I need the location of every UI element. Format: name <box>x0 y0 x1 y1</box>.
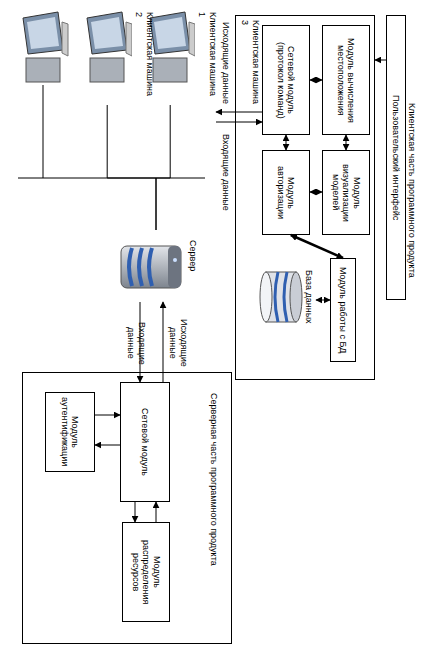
connector-arrow <box>316 300 330 301</box>
connector-arrow <box>95 415 120 416</box>
edge-label: Входящие данные <box>126 306 147 380</box>
computer-keyboard <box>62 22 68 56</box>
data-arrow <box>216 122 262 123</box>
connector-arrow <box>286 135 287 150</box>
server-label: Сервер <box>188 240 198 298</box>
server-icon-part <box>121 246 181 288</box>
computer-label: Клиентская машина 2 <box>134 12 155 103</box>
module-label: Модуль работы с БД <box>338 262 348 358</box>
connector-arrow <box>310 80 322 81</box>
module-box: Модуль вычисления местоположения <box>322 25 370 135</box>
connector-arrow <box>375 60 386 61</box>
module-box: Модуль распределения ресурсов <box>122 522 170 622</box>
computer-icon <box>23 12 68 82</box>
module-box: Сетевой модуль (протокол команд) <box>262 25 310 135</box>
module-label: Модуль аутентификации <box>60 396 81 468</box>
frame-heading: Клиентская машина 3 <box>240 20 261 106</box>
computer-screen <box>27 17 59 49</box>
database-label: База данных <box>304 267 314 327</box>
connector-arrow <box>107 105 156 230</box>
data-flow-label: Клиентская часть программного продукта <box>407 70 417 310</box>
computer-icon-part <box>154 17 186 49</box>
network-wire <box>43 85 44 178</box>
module-label: Модуль вычисления местоположения <box>336 29 357 131</box>
computer-icon-part <box>126 22 132 56</box>
module-label: Сетевой модуль <box>140 386 150 498</box>
server-icon-part <box>173 258 177 262</box>
connector-arrow <box>291 235 343 258</box>
frame-heading: Серверная часть программного продукта <box>209 393 219 608</box>
computer-icon-part <box>153 58 187 82</box>
connector-arrow <box>156 502 157 522</box>
connector-arrow <box>346 135 347 150</box>
server-icon-part <box>139 248 142 286</box>
computer-icon-part <box>189 22 195 56</box>
database: База данных <box>258 262 316 332</box>
module-label: Модуль визуализации моделей <box>330 154 361 231</box>
module-box: Модуль авторизации <box>262 150 310 235</box>
client-computer: Клиентская машина 1 <box>145 10 217 105</box>
connector-arrow <box>156 105 170 230</box>
server-icon <box>118 230 186 302</box>
module-box: Модуль визуализации моделей <box>322 150 370 235</box>
connector-arrow <box>163 302 164 382</box>
server-node: Сервер <box>118 230 213 302</box>
module-label: Модуль авторизации <box>276 154 297 231</box>
edge-label: Исходящие данные <box>168 306 189 380</box>
computer-label: Клиентская машина 1 <box>197 12 218 103</box>
computer-icon-part <box>87 12 127 54</box>
module-label: Модуль распределения ресурсов <box>130 526 161 618</box>
module-label: Сетевой модуль (протокол команд) <box>276 29 297 131</box>
data-flow-label: Исходящие данные <box>221 18 231 108</box>
software-part-frame: Серверная часть программного продуктаМод… <box>22 372 232 644</box>
data-flow-label: Входящие данные <box>221 126 231 218</box>
module-box: Сетевой модуль <box>120 382 170 502</box>
server-icon-part <box>168 246 181 288</box>
connector-arrow <box>135 502 136 522</box>
module-box: Пользовательский интерфейс <box>386 15 406 300</box>
software-part-frame: Клиентская машина 3 Сетевой модуль (прото… <box>235 15 375 380</box>
computer-icon-part <box>150 12 190 54</box>
computer-icon <box>82 10 132 85</box>
computer-icon-part <box>91 17 123 49</box>
module-box: Модуль аутентификации <box>45 392 95 472</box>
connector-arrow <box>310 192 322 193</box>
data-arrow <box>216 112 262 113</box>
database-cylinder-part <box>275 272 278 322</box>
network-bus <box>18 178 205 179</box>
module-box: Модуль работы с БД <box>330 258 356 362</box>
database-cylinder <box>258 262 304 332</box>
server-icon-part <box>129 248 132 286</box>
module-label: Пользовательский интерфейс <box>391 19 401 296</box>
database-cylinder-part <box>290 272 302 322</box>
database-cylinder-part <box>260 272 272 322</box>
server-icon-part <box>149 248 152 286</box>
computer-tower <box>26 58 60 82</box>
computer-icon-part <box>90 58 124 82</box>
database-cylinder-part <box>284 272 287 322</box>
computer-monitor <box>23 12 63 54</box>
connector-arrow <box>95 445 120 446</box>
client-computer: Клиентская машина 2 <box>82 10 154 105</box>
